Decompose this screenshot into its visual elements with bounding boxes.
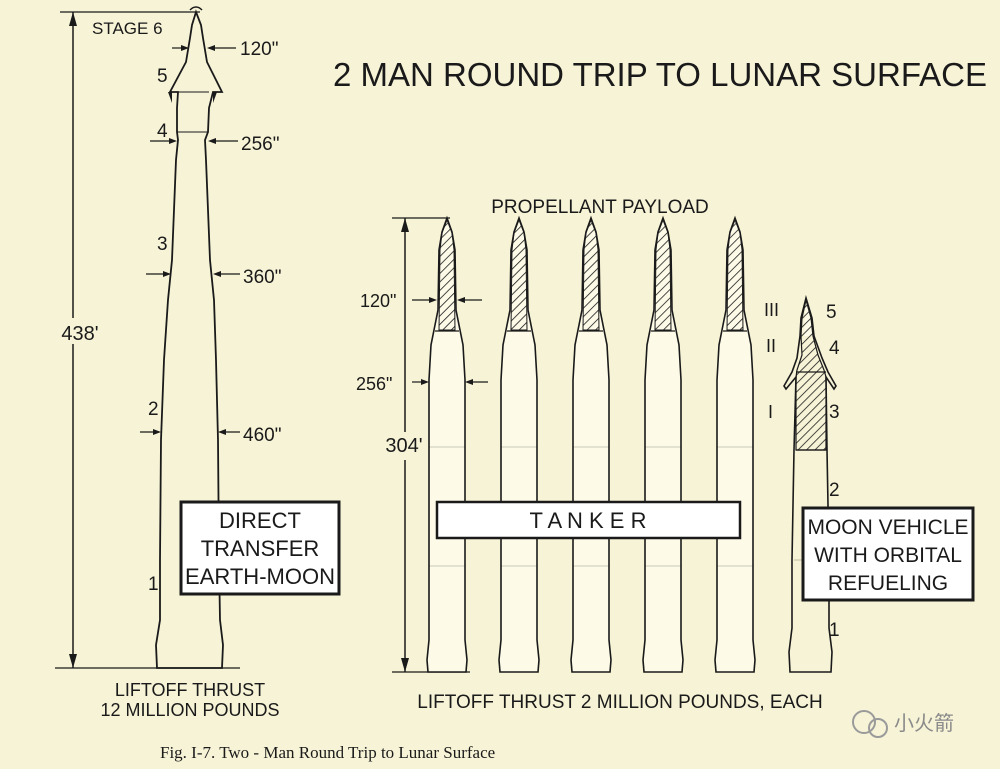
arrow-up-icon xyxy=(401,218,409,232)
direct-stage-5: 5 xyxy=(157,66,168,87)
tanker-height-dimension xyxy=(378,217,470,673)
moon-box-line-1: MOON VEHICLE xyxy=(807,516,968,539)
direct-stage-2: 2 xyxy=(148,399,159,420)
moon-vehicle-rocket xyxy=(783,294,837,673)
moon-roman-iii: III xyxy=(764,300,779,320)
direct-box-line-2: TRANSFER xyxy=(201,536,320,561)
tanker-payload-hatch xyxy=(438,218,456,331)
watermark-text: 小火箭 xyxy=(894,711,954,735)
direct-thrust-line-1: LIFTOFF THRUST xyxy=(115,680,265,700)
arrow-up-icon xyxy=(69,12,77,26)
tanker-diameter-256: 256" xyxy=(356,374,392,394)
direct-stage-1: 1 xyxy=(148,574,159,595)
direct-diameter-120: 120" xyxy=(240,39,278,60)
moon-box-line-2: WITH ORBITAL xyxy=(814,544,962,567)
direct-stage-4: 4 xyxy=(157,121,168,142)
tanker-payload-hatch xyxy=(510,218,528,331)
figure-caption: Fig. I-7. Two - Man Round Trip to Lunar … xyxy=(160,743,495,762)
fin-right xyxy=(213,92,217,103)
moon-stage-4: 4 xyxy=(829,338,840,359)
moon-stage-5: 5 xyxy=(826,302,837,323)
tanker-rocket xyxy=(426,215,468,673)
tanker-payload-hatch xyxy=(726,218,744,331)
direct-box-line-1: DIRECT xyxy=(219,508,301,533)
wechat-icon xyxy=(852,710,876,734)
direct-stage-3: 3 xyxy=(157,234,168,255)
height-label: 438' xyxy=(61,323,98,345)
rocket-body xyxy=(155,9,224,669)
direct-diameter-360: 360" xyxy=(243,267,281,288)
direct-box-line-3: EARTH-MOON xyxy=(185,564,335,589)
propellant-payload-label: PROPELLANT PAYLOAD xyxy=(491,197,709,218)
moon-stage-2: 2 xyxy=(829,480,840,501)
nose-cap xyxy=(189,6,203,11)
moon-stage-3: 3 xyxy=(829,402,840,423)
direct-diameter-arrows xyxy=(140,45,240,435)
tanker-rocket xyxy=(498,215,540,673)
arrow-down-icon xyxy=(69,654,77,668)
arrow-down-icon xyxy=(401,658,409,672)
moon-stage-1: 1 xyxy=(829,620,840,641)
direct-transfer-box: DIRECT TRANSFER EARTH-MOON xyxy=(179,500,341,596)
direct-thrust-line-2: 12 MILLION POUNDS xyxy=(100,700,279,720)
direct-diameter-256: 256" xyxy=(241,134,279,155)
stage6-label: STAGE 6 xyxy=(92,19,163,38)
moon-box-line-3: REFUELING xyxy=(828,572,948,595)
tanker-rockets xyxy=(426,215,756,673)
moon-vehicle-box: MOON VEHICLE WITH ORBITAL REFUELING xyxy=(801,506,975,602)
fin-left xyxy=(168,92,172,103)
tanker-diameter-arrows xyxy=(412,297,488,385)
direct-transfer-rocket: 438' xyxy=(55,6,240,669)
tanker-diameter-120: 120" xyxy=(360,291,396,311)
tanker-banner-label: T A N K E R xyxy=(530,508,647,533)
tanker-thrust-label: LIFTOFF THRUST 2 MILLION POUNDS, EACH xyxy=(417,692,822,713)
moon-roman-ii: II xyxy=(766,336,776,356)
tanker-payload-hatch xyxy=(654,218,672,331)
watermark: 小火箭 xyxy=(852,710,954,738)
direct-diameter-460: 460" xyxy=(243,425,281,446)
tanker-payload-hatch xyxy=(582,218,600,331)
moon-roman-i: I xyxy=(768,402,773,422)
tanker-rocket xyxy=(570,215,612,673)
tanker-banner: T A N K E R xyxy=(435,500,742,540)
tanker-rocket xyxy=(714,215,756,673)
main-title: 2 MAN ROUND TRIP TO LUNAR SURFACE xyxy=(333,56,987,93)
tanker-height-label: 304' xyxy=(385,435,422,457)
tanker-rocket xyxy=(642,215,684,673)
